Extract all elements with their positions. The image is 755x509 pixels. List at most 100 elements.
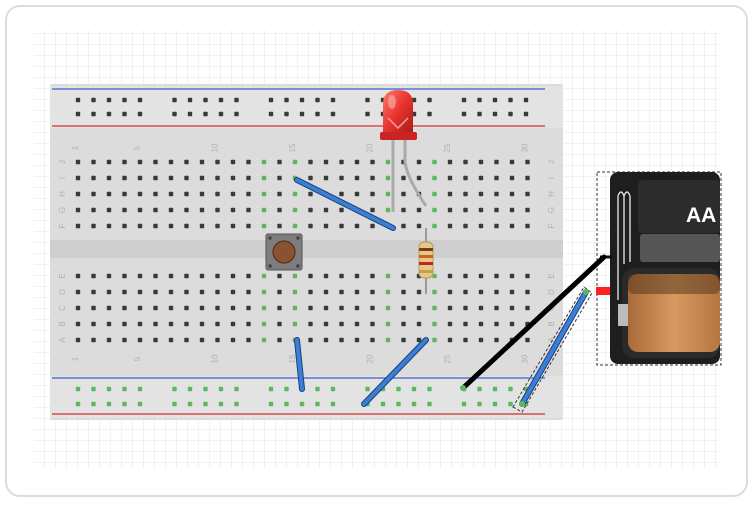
breadboard-hole[interactable] bbox=[292, 207, 298, 213]
breadboard-hole[interactable] bbox=[91, 207, 96, 213]
breadboard-hole[interactable] bbox=[261, 289, 267, 295]
breadboard-hole[interactable] bbox=[168, 337, 174, 343]
breadboard-hole[interactable] bbox=[184, 337, 189, 343]
breadboard-hole[interactable] bbox=[75, 337, 81, 343]
breadboard-hole[interactable] bbox=[494, 223, 499, 229]
breadboard-hole[interactable] bbox=[308, 207, 313, 213]
rail-hole[interactable] bbox=[218, 401, 224, 407]
breadboard-hole[interactable] bbox=[370, 223, 375, 229]
rail-hole[interactable] bbox=[315, 401, 320, 407]
breadboard-hole[interactable] bbox=[184, 305, 189, 311]
breadboard-hole[interactable] bbox=[261, 223, 267, 229]
breadboard-hole[interactable] bbox=[401, 321, 406, 327]
breadboard-hole[interactable] bbox=[385, 321, 391, 327]
breadboard-hole[interactable] bbox=[478, 321, 484, 327]
breadboard-hole[interactable] bbox=[261, 273, 267, 279]
rail-hole[interactable] bbox=[315, 386, 320, 392]
breadboard-hole[interactable] bbox=[323, 337, 329, 343]
breadboard-hole[interactable] bbox=[168, 273, 174, 279]
breadboard-hole[interactable] bbox=[184, 191, 189, 197]
rail-hole[interactable] bbox=[234, 401, 239, 407]
breadboard-hole[interactable] bbox=[168, 223, 174, 229]
breadboard-hole[interactable] bbox=[277, 273, 282, 279]
breadboard-hole[interactable] bbox=[137, 191, 143, 197]
breadboard-hole[interactable] bbox=[153, 321, 158, 327]
breadboard-hole[interactable] bbox=[261, 321, 267, 327]
breadboard-hole[interactable] bbox=[339, 207, 344, 213]
breadboard-hole[interactable] bbox=[354, 289, 360, 295]
breadboard-hole[interactable] bbox=[184, 207, 189, 213]
rail-hole[interactable] bbox=[122, 386, 127, 392]
rail-hole[interactable] bbox=[284, 111, 289, 117]
breadboard-hole[interactable] bbox=[370, 175, 375, 181]
breadboard-hole[interactable] bbox=[277, 207, 282, 213]
breadboard-hole[interactable] bbox=[246, 321, 251, 327]
breadboard-hole[interactable] bbox=[308, 223, 313, 229]
breadboard-hole[interactable] bbox=[447, 321, 453, 327]
breadboard-hole[interactable] bbox=[509, 321, 515, 327]
rail-hole[interactable] bbox=[315, 111, 320, 117]
breadboard-hole[interactable] bbox=[122, 223, 127, 229]
breadboard-hole[interactable] bbox=[525, 191, 530, 197]
breadboard-hole[interactable] bbox=[370, 305, 375, 311]
breadboard-hole[interactable] bbox=[354, 191, 360, 197]
rail-hole[interactable] bbox=[461, 97, 467, 103]
breadboard-hole[interactable] bbox=[277, 191, 282, 197]
breadboard-hole[interactable] bbox=[230, 305, 236, 311]
breadboard-hole[interactable] bbox=[199, 159, 205, 165]
breadboard-hole[interactable] bbox=[277, 159, 282, 165]
breadboard-hole[interactable] bbox=[509, 191, 515, 197]
breadboard-hole[interactable] bbox=[168, 289, 174, 295]
rail-hole[interactable] bbox=[172, 401, 177, 407]
breadboard-hole[interactable] bbox=[478, 175, 484, 181]
breadboard-hole[interactable] bbox=[230, 175, 236, 181]
rail-hole[interactable] bbox=[218, 386, 224, 392]
rail-hole[interactable] bbox=[187, 386, 193, 392]
breadboard-hole[interactable] bbox=[230, 337, 236, 343]
rail-hole[interactable] bbox=[91, 111, 96, 117]
breadboard-hole[interactable] bbox=[339, 289, 344, 295]
rail-hole[interactable] bbox=[330, 386, 336, 392]
breadboard-hole[interactable] bbox=[385, 289, 391, 295]
breadboard-hole[interactable] bbox=[292, 321, 298, 327]
breadboard-hole[interactable] bbox=[246, 159, 251, 165]
breadboard-hole[interactable] bbox=[261, 305, 267, 311]
breadboard-hole[interactable] bbox=[153, 273, 158, 279]
breadboard-hole[interactable] bbox=[401, 191, 406, 197]
rail-hole[interactable] bbox=[299, 401, 305, 407]
breadboard-hole[interactable] bbox=[184, 321, 189, 327]
breadboard-hole[interactable] bbox=[91, 191, 96, 197]
breadboard-hole[interactable] bbox=[215, 305, 220, 311]
breadboard-hole[interactable] bbox=[122, 207, 127, 213]
aa-battery[interactable]: AA bbox=[596, 171, 722, 366]
breadboard-hole[interactable] bbox=[525, 289, 530, 295]
breadboard-hole[interactable] bbox=[230, 223, 236, 229]
rail-hole[interactable] bbox=[234, 386, 239, 392]
breadboard-hole[interactable] bbox=[308, 191, 313, 197]
breadboard-hole[interactable] bbox=[106, 289, 112, 295]
breadboard-hole[interactable] bbox=[246, 273, 251, 279]
breadboard-hole[interactable] bbox=[215, 273, 220, 279]
breadboard-hole[interactable] bbox=[339, 191, 344, 197]
breadboard-hole[interactable] bbox=[416, 321, 422, 327]
rail-hole[interactable] bbox=[299, 111, 305, 117]
breadboard-hole[interactable] bbox=[432, 321, 437, 327]
breadboard-hole[interactable] bbox=[354, 273, 360, 279]
breadboard-hole[interactable] bbox=[122, 273, 127, 279]
breadboard-hole[interactable] bbox=[106, 337, 112, 343]
breadboard-hole[interactable] bbox=[75, 273, 81, 279]
blue-wire-battery-positive[interactable] bbox=[520, 290, 588, 406]
rail-hole[interactable] bbox=[187, 111, 193, 117]
breadboard-hole[interactable] bbox=[385, 305, 391, 311]
breadboard-hole[interactable] bbox=[478, 207, 484, 213]
breadboard-hole[interactable] bbox=[91, 289, 96, 295]
breadboard-hole[interactable] bbox=[370, 191, 375, 197]
breadboard-hole[interactable] bbox=[277, 223, 282, 229]
breadboard-hole[interactable] bbox=[246, 289, 251, 295]
breadboard-hole[interactable] bbox=[525, 175, 530, 181]
breadboard-hole[interactable] bbox=[122, 175, 127, 181]
breadboard-hole[interactable] bbox=[75, 191, 81, 197]
breadboard-hole[interactable] bbox=[494, 289, 499, 295]
breadboard-hole[interactable] bbox=[354, 305, 360, 311]
breadboard-hole[interactable] bbox=[199, 191, 205, 197]
